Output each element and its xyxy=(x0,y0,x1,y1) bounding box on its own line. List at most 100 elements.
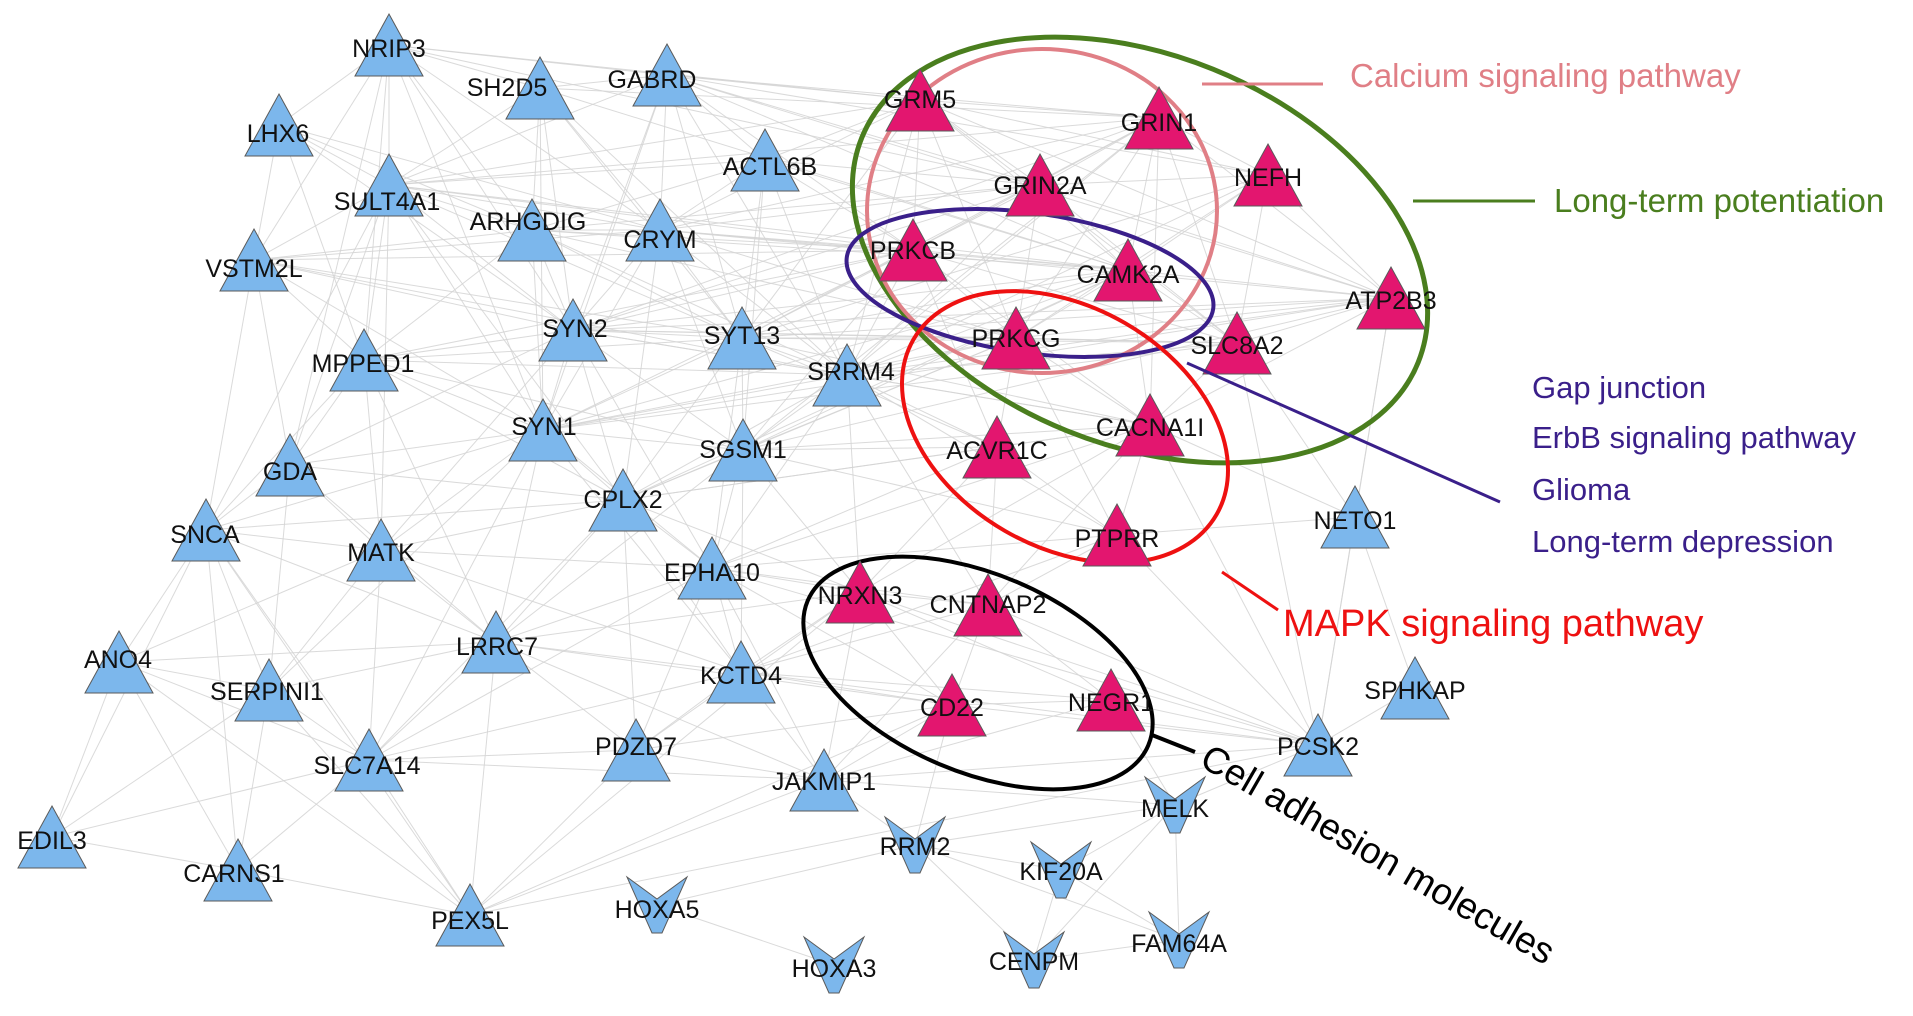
node-kctd4[interactable]: KCTD4 xyxy=(700,639,782,704)
node-triangle xyxy=(1202,310,1272,375)
node-vstm2l[interactable]: VSTM2L xyxy=(205,227,303,292)
edge-mpped1-syn1 xyxy=(363,359,544,431)
edges-layer xyxy=(51,44,1416,966)
node-slc7a14[interactable]: SLC7A14 xyxy=(313,727,421,792)
node-hoxa5[interactable]: HOXA5 xyxy=(615,875,700,934)
node-syn2[interactable]: SYN2 xyxy=(538,297,608,362)
node-cplx2[interactable]: CPLX2 xyxy=(583,467,663,532)
node-atp2b3[interactable]: ATP2B3 xyxy=(1345,265,1437,330)
node-syn1[interactable]: SYN1 xyxy=(508,397,578,462)
edge-lrrc7-pex5l xyxy=(469,641,497,916)
node-camk2a[interactable]: CAMK2A xyxy=(1077,237,1180,302)
node-cd22[interactable]: CD22 xyxy=(917,672,987,737)
node-snca[interactable]: SNCA xyxy=(170,497,241,562)
node-neto1[interactable]: NETO1 xyxy=(1314,484,1397,549)
node-grin2a[interactable]: GRIN2A xyxy=(993,152,1087,217)
node-pex5l[interactable]: PEX5L xyxy=(431,882,509,947)
edge-actl6b-sult4a1 xyxy=(388,159,766,186)
node-sh2d5[interactable]: SH2D5 xyxy=(467,55,575,120)
node-label: CRYM xyxy=(623,226,696,254)
node-lhx6[interactable]: LHX6 xyxy=(244,92,314,157)
edge-neto1-cacna1i xyxy=(1149,424,1356,518)
node-triangle xyxy=(707,305,777,370)
edge-sgsm1-atp2b3 xyxy=(742,297,1392,451)
node-triangle xyxy=(1093,237,1163,302)
edge-neto1-ptprr xyxy=(1116,516,1356,536)
node-crym[interactable]: CRYM xyxy=(623,197,697,262)
edge-syn1-gda xyxy=(289,429,544,466)
edge-snca-carns1 xyxy=(205,529,239,871)
edge-atp2b3-slc8a2 xyxy=(1236,297,1392,344)
node-prkcb[interactable]: PRKCB xyxy=(870,217,956,282)
node-cacna1i[interactable]: CACNA1I xyxy=(1096,392,1204,457)
node-nefh[interactable]: NEFH xyxy=(1233,142,1303,207)
node-negr1[interactable]: NEGR1 xyxy=(1068,667,1154,732)
node-hoxa3[interactable]: HOXA3 xyxy=(792,935,877,994)
node-label: SH2D5 xyxy=(467,74,548,102)
node-cntnap2[interactable]: CNTNAP2 xyxy=(930,572,1047,637)
node-cenpm[interactable]: CENPM xyxy=(989,930,1079,989)
edge-syt13-cacna1i xyxy=(741,337,1151,426)
node-prkcg[interactable]: PRKCG xyxy=(972,305,1061,370)
node-lrrc7[interactable]: LRRC7 xyxy=(456,609,538,674)
edge-sgsm1-kctd4 xyxy=(740,449,744,673)
edge-matk-ano4 xyxy=(118,549,382,663)
node-kif20a[interactable]: KIF20A xyxy=(1019,840,1103,899)
node-epha10[interactable]: EPHA10 xyxy=(664,535,760,600)
node-matk[interactable]: MATK xyxy=(346,517,416,582)
node-triangle xyxy=(461,609,531,674)
node-nrxn3[interactable]: NRXN3 xyxy=(818,559,903,624)
edge-hoxa5-hoxa3 xyxy=(656,904,835,966)
node-gabrd[interactable]: GABRD xyxy=(608,42,702,107)
edge-nrxn3-cntnap2 xyxy=(859,591,989,606)
node-gda[interactable]: GDA xyxy=(255,432,325,497)
edge-kctd4-pcsk2 xyxy=(740,671,1319,746)
node-edil3[interactable]: EDIL3 xyxy=(17,804,87,869)
edge-sgsm1-grin1 xyxy=(742,117,1160,451)
edge-sult4a1-gda xyxy=(289,184,390,466)
node-rrm2[interactable]: RRM2 xyxy=(880,815,951,874)
node-serpini1[interactable]: SERPINI1 xyxy=(210,657,324,722)
edge-epha10-pcsk2 xyxy=(711,567,1319,746)
node-grin1[interactable]: GRIN1 xyxy=(1121,85,1197,150)
node-nrip3[interactable]: NRIP3 xyxy=(352,12,426,77)
glioma-label: Glioma xyxy=(1532,472,1631,507)
node-syt13[interactable]: SYT13 xyxy=(704,305,780,370)
node-ano4[interactable]: ANO4 xyxy=(84,629,154,694)
node-v-shape xyxy=(802,935,866,994)
node-grm5[interactable]: GRM5 xyxy=(884,67,956,132)
node-ptprr[interactable]: PTPRR xyxy=(1075,502,1160,567)
edge-syn2-atp2b3 xyxy=(572,297,1392,331)
node-pcsk2[interactable]: PCSK2 xyxy=(1277,712,1359,777)
node-fam64a[interactable]: FAM64A xyxy=(1131,910,1227,969)
node-carns1[interactable]: CARNS1 xyxy=(183,837,285,902)
ltp-ellipse xyxy=(849,34,1431,466)
edge-arhgdig-prkcg xyxy=(531,229,1017,339)
node-label: SYN1 xyxy=(511,413,576,441)
node-arhgdig[interactable]: ARHGDIG xyxy=(470,197,587,262)
node-triangle xyxy=(84,629,154,694)
node-srrm4[interactable]: SRRM4 xyxy=(807,342,895,407)
edge-cd22-negr1 xyxy=(951,699,1112,706)
node-sphkap[interactable]: SPHKAP xyxy=(1364,655,1466,720)
node-mpped1[interactable]: MPPED1 xyxy=(312,327,415,392)
node-actl6b[interactable]: ACTL6B xyxy=(723,127,817,192)
edge-melk-rrm2 xyxy=(914,804,1176,846)
node-sgsm1[interactable]: SGSM1 xyxy=(699,417,787,482)
node-triangle xyxy=(812,342,882,407)
edge-jakmip1-negr1 xyxy=(823,699,1112,781)
edge-crym-vstm2l xyxy=(253,229,661,261)
edge-pcsk2-cacna1i xyxy=(1149,424,1319,746)
node-slc8a2[interactable]: SLC8A2 xyxy=(1190,310,1284,375)
node-acvr1c[interactable]: ACVR1C xyxy=(946,414,1048,479)
edge-arhgdig-vstm2l xyxy=(253,229,533,261)
node-pdzd7[interactable]: PDZD7 xyxy=(595,717,677,782)
node-jakmip1[interactable]: JAKMIP1 xyxy=(772,747,876,812)
node-sult4a1[interactable]: SULT4A1 xyxy=(334,152,441,217)
node-label: VSTM2L xyxy=(205,255,302,283)
node-melk[interactable]: MELK xyxy=(1141,775,1209,834)
node-label: SERPINI1 xyxy=(210,678,324,706)
node-triangle xyxy=(789,747,859,812)
node-triangle xyxy=(1320,484,1390,549)
